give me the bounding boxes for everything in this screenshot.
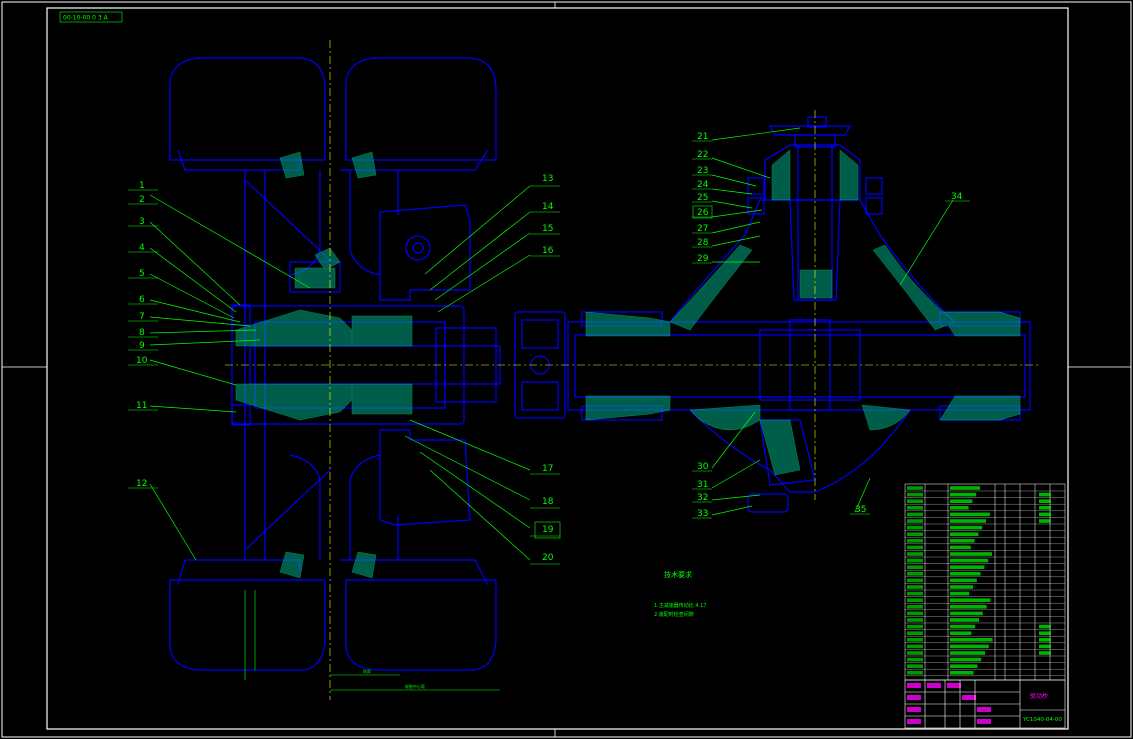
leader-lines-right [711,127,954,516]
part-label: 28 [697,238,709,248]
part-label: 8 [139,328,145,338]
part-label: 21 [697,132,708,142]
part-label: 23 [697,166,708,176]
part-label: 19 [542,525,554,535]
dimensions [244,590,500,691]
part-label: 29 [697,254,709,264]
svg-text:技术要求: 技术要求 [664,570,692,579]
part-label: 22 [697,150,708,160]
part-label: 34 [951,192,963,202]
hub-section-fill [235,151,413,579]
part-label: 31 [697,480,708,490]
wheel-hub-assembly [169,57,501,671]
part-label: 18 [542,497,554,507]
part-label: 33 [697,509,708,519]
drawing-code: YC1040-04-00 [1022,717,1062,723]
centerlines [225,40,1040,700]
part-label: 15 [542,224,553,234]
title-block [904,679,1066,729]
drawing-frame [46,7,1069,730]
part-label: 4 [139,243,145,253]
part-label: 1 [139,181,145,191]
drawing-name: 驱动桥 [1030,692,1048,700]
part-label: 25 [697,193,708,203]
part-labels-right: 21 22 23 24 25 26 27 28 29 30 31 32 33 3… [697,132,963,519]
part-label: 10 [136,356,148,366]
part-label: 6 [139,295,145,305]
part-label: 2 [139,195,145,205]
part-label: 7 [139,312,145,322]
part-label: 9 [139,341,145,351]
corner-tag: 00-10-00 0 3 A [59,11,123,23]
part-labels-left: 1 2 3 4 5 6 7 8 9 10 11 12 [136,181,148,489]
svg-text:00-10-00 0 3 A: 00-10-00 0 3 A [63,15,109,22]
part-label: 14 [542,202,554,212]
part-label: 35 [855,505,866,515]
part-label: 16 [542,246,554,256]
technical-requirements: 技术要求 1.主减速器传动比 4.17 2.装配时检查间隙 [654,570,707,618]
part-label: 13 [542,174,553,184]
part-label: 27 [697,224,708,234]
part-label: 3 [139,217,145,227]
part-label: 24 [697,180,709,190]
part-label: 5 [139,269,145,279]
leader-lines-left [149,185,531,561]
part-label: 20 [542,553,554,563]
dimension-label: 轮距 [363,668,371,674]
svg-text:2.装配时检查间隙: 2.装配时检查间隙 [654,611,694,618]
part-label: 17 [542,464,553,474]
part-labels-hub: 13 14 15 16 17 18 19 20 [542,174,554,563]
part-label: 26 [697,208,709,218]
svg-text:1.主减速器传动比 4.17: 1.主减速器传动比 4.17 [654,602,707,609]
part-label: 11 [136,401,147,411]
final-drive-section-fill [585,149,1021,476]
part-label: 32 [697,493,708,503]
part-label: 30 [697,462,709,472]
dimension-label: 轮胎中心距 [405,683,425,689]
part-label: 12 [136,479,147,489]
